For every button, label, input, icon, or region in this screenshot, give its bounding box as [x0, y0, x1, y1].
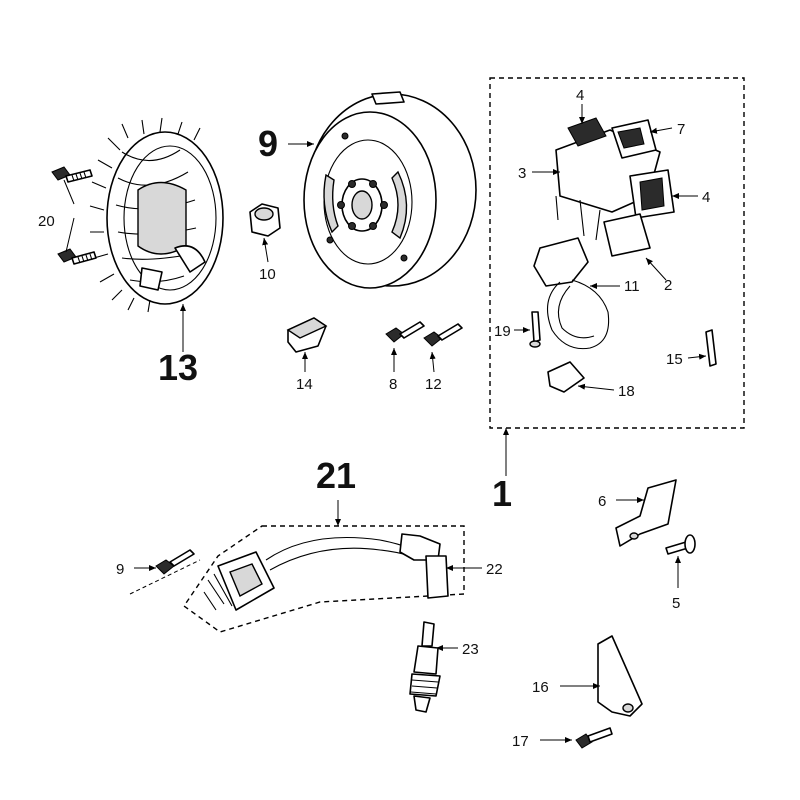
label-2: 2	[664, 277, 672, 294]
screw-12	[423, 323, 463, 347]
stator-assembly-box	[489, 77, 745, 429]
label-16: 16	[532, 679, 549, 696]
label-4-right: 4	[702, 189, 710, 206]
label-18: 18	[618, 383, 635, 400]
label-5: 5	[672, 595, 680, 612]
label-9-coil: 9	[116, 561, 124, 578]
label-17: 17	[512, 733, 529, 750]
spark-plug-23	[409, 621, 441, 713]
woodruff-key-14	[286, 317, 328, 353]
label-7: 7	[677, 121, 685, 138]
screw-20-upper	[51, 166, 93, 183]
part-labels: 20 13 9 10 14 8 12 4 7 3 4 2 11 19 15 18…	[38, 87, 710, 750]
bracket-6	[615, 479, 677, 547]
flywheel-fan	[89, 117, 224, 313]
label-22: 22	[486, 561, 503, 578]
label-19: 19	[494, 323, 511, 340]
label-1: 1	[492, 473, 512, 514]
nut-10	[249, 203, 281, 237]
stator-assembly	[533, 117, 675, 393]
label-15: 15	[666, 351, 683, 368]
ignition-coil-box	[183, 525, 465, 633]
label-4-top: 4	[576, 87, 584, 104]
label-20: 20	[38, 213, 55, 230]
label-13: 13	[158, 347, 198, 388]
screw-9-coil	[155, 549, 195, 575]
label-12: 12	[425, 376, 442, 393]
leader-lines	[63, 104, 707, 743]
label-14: 14	[296, 376, 313, 393]
label-23: 23	[462, 641, 479, 658]
label-21: 21	[316, 455, 356, 496]
label-3: 3	[518, 165, 526, 182]
label-8: 8	[389, 376, 397, 393]
pin-19	[529, 311, 541, 348]
bolt-5	[665, 534, 696, 555]
flywheel-rotor	[303, 91, 477, 289]
label-9-rotor: 9	[258, 123, 278, 164]
screw-9-axis-line	[129, 559, 201, 595]
screw-20-lower	[57, 248, 97, 265]
label-10: 10	[259, 266, 276, 283]
screw-8	[385, 321, 425, 343]
label-6: 6	[598, 493, 606, 510]
ignition-coil	[203, 533, 449, 611]
plate-16	[597, 635, 643, 717]
screw-17	[575, 727, 613, 749]
label-11: 11	[624, 278, 640, 295]
pin-15	[705, 329, 717, 367]
